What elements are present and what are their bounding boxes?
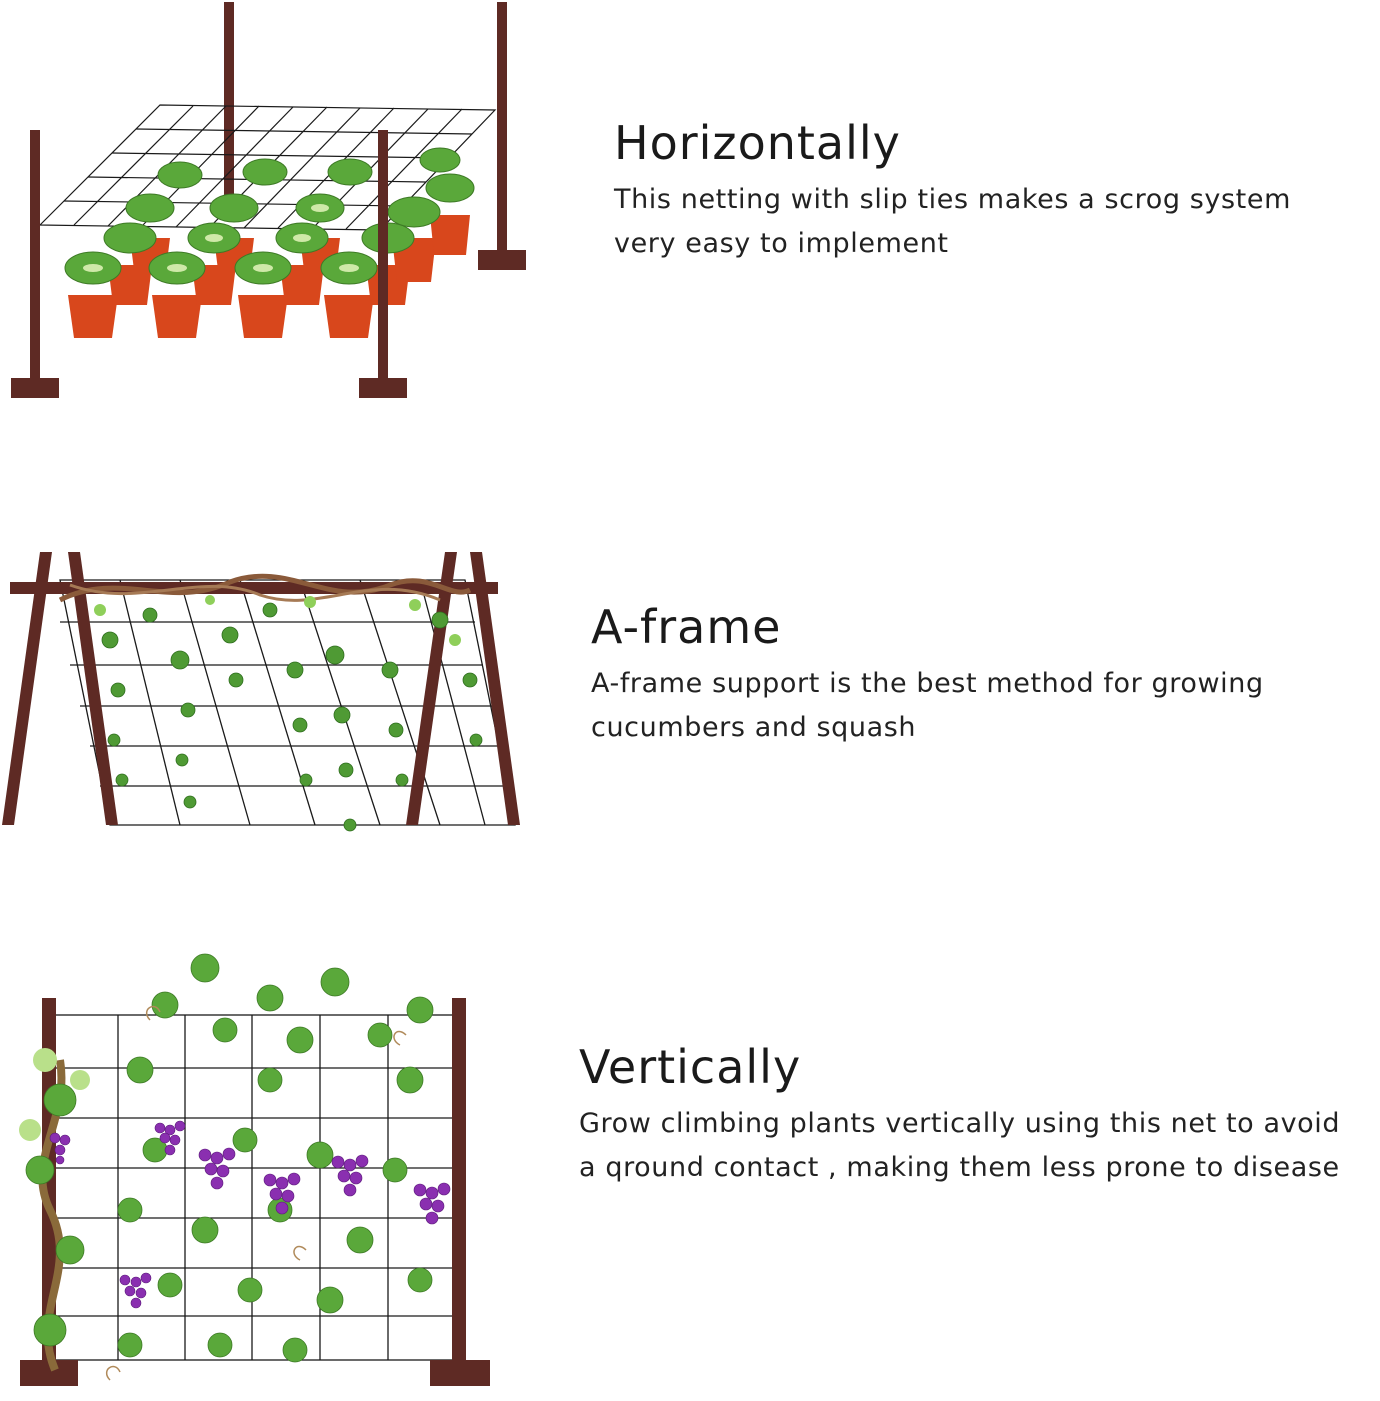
description-line: cucumbers and squash xyxy=(591,711,917,743)
description-line: This netting with slip ties makes a scro… xyxy=(614,183,1291,215)
description-line: very easy to implement xyxy=(614,227,949,259)
section-aframe: A-frame A-frame support is the best meth… xyxy=(591,601,1264,750)
horizontal-trellis-illustration xyxy=(0,0,540,410)
description-line: A-frame support is the best method for g… xyxy=(591,667,1264,699)
description-horizontally: This netting with slip ties makes a scro… xyxy=(614,178,1291,266)
heading-vertically: Vertically xyxy=(579,1040,802,1094)
heading-horizontally: Horizontally xyxy=(614,116,901,170)
description-line: a qround contact , making them less pron… xyxy=(579,1151,1340,1183)
description-vertically: Grow climbing plants vertically using th… xyxy=(579,1102,1340,1190)
vertical-trellis-illustration xyxy=(0,950,520,1401)
horizontal-trellis-potted-plants-icon xyxy=(11,2,526,398)
aframe-trellis-illustration xyxy=(0,540,540,850)
vertical-trellis-grapes-icon xyxy=(19,953,490,1386)
section-vertical: Vertically Grow climbing plants vertical… xyxy=(579,1041,1340,1190)
heading-aframe: A-frame xyxy=(591,600,782,654)
section-horizontal: Horizontally This netting with slip ties… xyxy=(614,117,1291,266)
aframe-trellis-vines-icon xyxy=(2,552,520,832)
description-aframe: A-frame support is the best method for g… xyxy=(591,662,1264,750)
description-line: Grow climbing plants vertically using th… xyxy=(579,1107,1341,1139)
